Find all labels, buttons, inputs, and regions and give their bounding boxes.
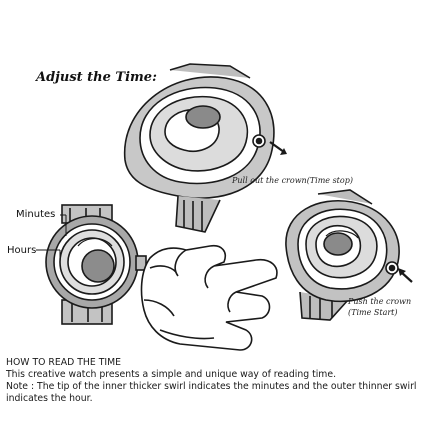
minutes-label: Minutes [16, 209, 56, 220]
watch-right-push-crown [285, 189, 413, 321]
how-to-read-intro: This creative watch presents a simple an… [6, 369, 337, 380]
how-to-read-section: HOW TO READ THE TIME This creative watch… [6, 357, 442, 405]
hours-label: Hours [7, 245, 37, 256]
label-leader-lines [36, 214, 67, 258]
pull-crown-caption: Pull out the crown(Time stop) [232, 176, 353, 185]
watch-left-face [45, 204, 147, 325]
adjust-time-heading: Adjust the Time: [36, 70, 157, 85]
hand-pressing-crown [140, 244, 278, 351]
push-crown-caption: Push the crown (Time Start) [348, 296, 411, 318]
how-to-read-title: HOW TO READ THE TIME [6, 357, 122, 368]
push-crown-caption-line1: Push the crown [348, 297, 412, 306]
watch-top-pull-crown [123, 63, 287, 233]
how-to-read-note: Note : The tip of the inner thicker swir… [6, 381, 417, 404]
push-crown-caption-line2: (Time Start) [348, 308, 398, 317]
